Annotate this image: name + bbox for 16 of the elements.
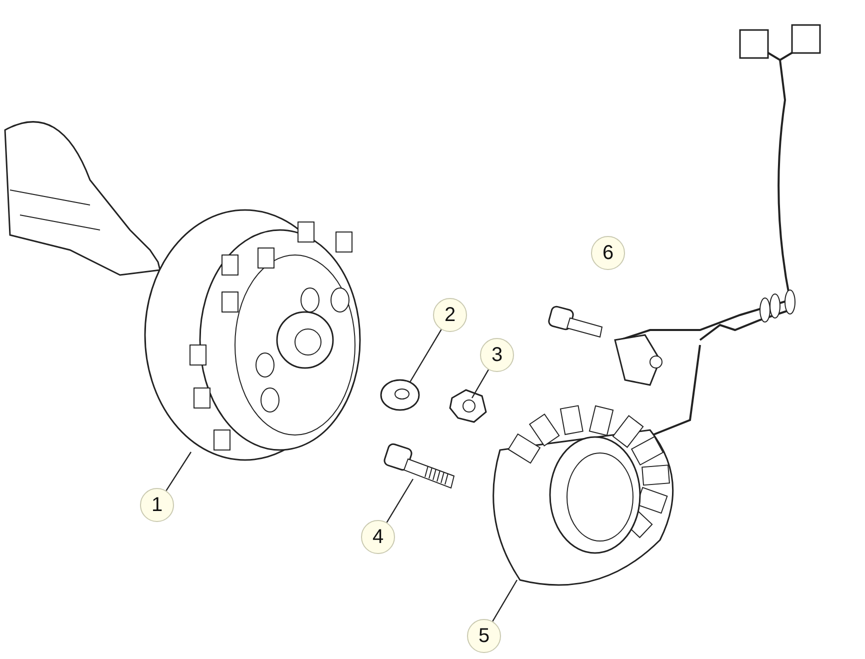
leader-line bbox=[386, 478, 414, 523]
callout-number: 6 bbox=[591, 236, 625, 270]
leader-line bbox=[166, 452, 192, 492]
stator-drawing bbox=[492, 405, 674, 586]
flywheel-drawing bbox=[144, 209, 361, 461]
leader-line bbox=[409, 329, 442, 382]
callout-number: 4 bbox=[361, 520, 395, 554]
bolt-drawing bbox=[382, 442, 455, 489]
leader-line bbox=[471, 369, 489, 398]
callout-number: 3 bbox=[480, 338, 514, 372]
callout-number: 5 bbox=[467, 619, 501, 653]
nut-drawing bbox=[449, 389, 487, 423]
washer-drawing bbox=[380, 379, 420, 411]
callout-number: 1 bbox=[140, 488, 174, 522]
callout-number: 2 bbox=[433, 298, 467, 332]
leader-line bbox=[492, 580, 518, 622]
